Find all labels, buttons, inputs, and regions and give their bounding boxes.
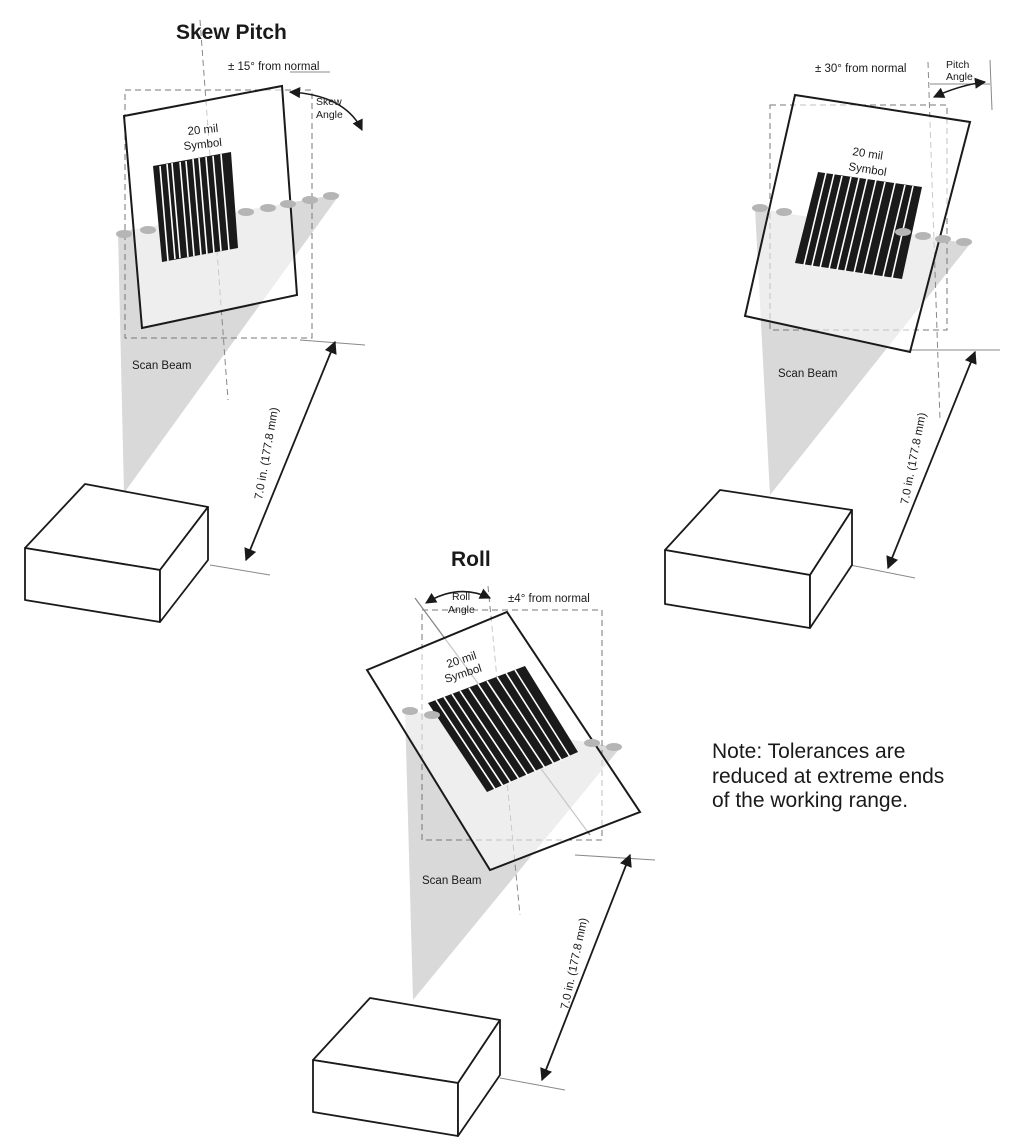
roll-angle-arc	[425, 588, 492, 604]
note-line-1: Note: Tolerances are	[712, 740, 906, 763]
pitch-angle-label-2: Angle	[946, 71, 973, 83]
skew-dashed-reference	[124, 89, 313, 339]
pitch-angle-label-1: Pitch	[946, 59, 970, 71]
skew-title: Skew Pitch	[176, 21, 287, 44]
roll-distance-arrow	[540, 853, 632, 1082]
pitch-barcode	[795, 172, 922, 279]
pitch-scanner-box	[664, 489, 853, 629]
skew-symbol-label-1: 20 mil	[187, 123, 219, 138]
pitch-symbol-label-2: Symbol	[848, 161, 888, 179]
skew-angle-label-2: Angle	[316, 109, 343, 121]
roll-scanner-box	[312, 997, 501, 1137]
roll-angle-label-2: Angle	[448, 604, 475, 616]
skew-barcode	[153, 152, 238, 262]
skew-panel: Skew Pitch ± 15° from normal Skew Angle …	[24, 19, 366, 623]
roll-tolerance: ±4° from normal	[508, 593, 590, 605]
skew-beam-label: Scan Beam	[132, 360, 191, 372]
note-line-3: of the working range.	[712, 789, 909, 812]
pitch-beam-label: Scan Beam	[778, 368, 837, 380]
skew-distance-arrow	[244, 340, 337, 562]
roll-angle-label-1: Roll	[452, 591, 470, 603]
skew-angle-arc	[288, 86, 363, 132]
roll-scan-dots	[402, 707, 622, 751]
pitch-tolerance: ± 30° from normal	[815, 63, 906, 75]
note-line-2: reduced at extreme ends	[712, 764, 945, 788]
skew-scanner-box	[24, 483, 209, 623]
roll-dashed-reference	[421, 609, 603, 841]
roll-panel: Roll Roll Angle ±4° from normal 20 mil S…	[312, 548, 656, 1137]
roll-title: Roll	[451, 548, 491, 571]
tolerance-note: Note: Tolerances are reduced at extreme …	[712, 740, 1002, 814]
pitch-symbol-label-1: 20 mil	[852, 146, 884, 163]
skew-scan-dots	[116, 192, 339, 238]
pitch-distance-arrow	[886, 350, 977, 570]
pitch-distance-label: 7.0 in. (177.8 mm)	[899, 412, 929, 506]
pitch-angle-arc	[932, 77, 987, 98]
pitch-panel: ± 30° from normal Pitch Angle 20 mil Sym…	[664, 59, 1000, 629]
skew-symbol-label-2: Symbol	[183, 137, 222, 153]
roll-beam-label: Scan Beam	[422, 875, 481, 887]
pitch-scan-dots	[752, 204, 972, 246]
skew-tolerance: ± 15° from normal	[228, 61, 319, 73]
skew-angle-label-1: Skew	[316, 96, 342, 108]
